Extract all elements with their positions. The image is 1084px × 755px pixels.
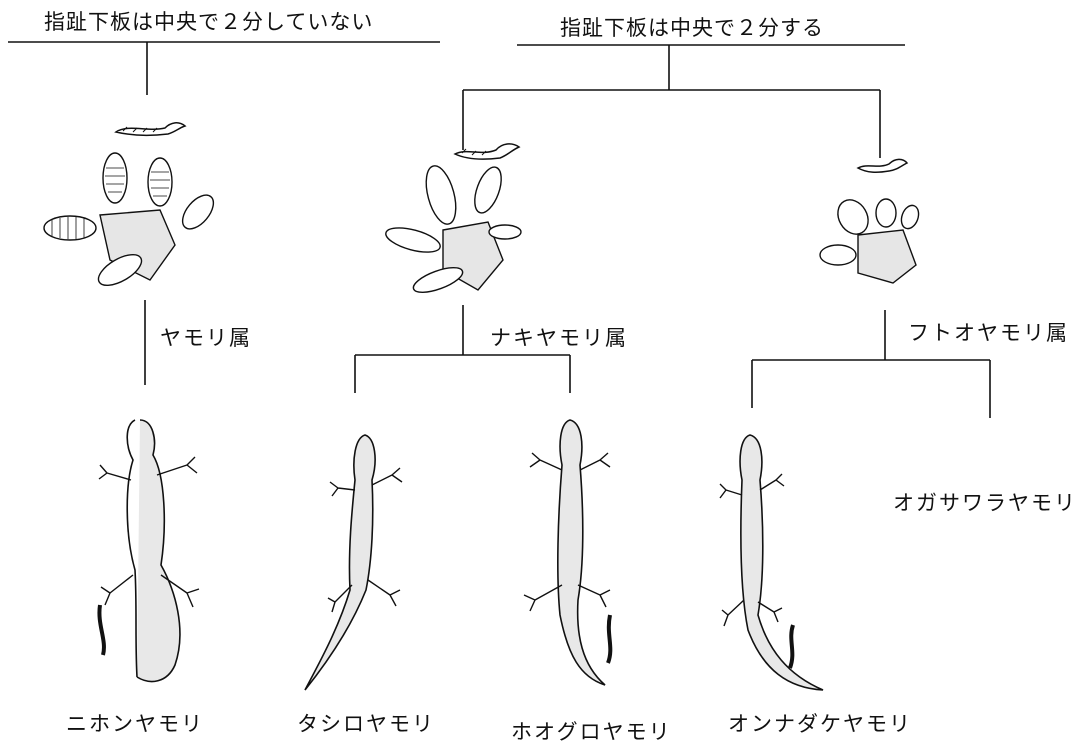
species-ogasawara: オガサワラヤモリ [893,493,1077,514]
toe-profile-futoo-icon [855,155,910,177]
stem-right-top [463,45,880,158]
species-onnadake: オンナダケヤモリ [728,714,912,735]
genus-futoo: フトオヤモリ属 [908,323,1069,344]
species-hoguro: ホオグロヤモリ [511,722,672,743]
header-divided: 指趾下板は中央で２分する [560,18,824,39]
species-nihon: ニホンヤモリ [66,714,204,735]
gecko-tashiro-icon [300,430,410,695]
toe-profile-yamori-icon [113,118,188,140]
gecko-hoguro-icon [510,415,635,695]
foot-nakiyamori-icon [383,160,523,300]
gecko-nihon-icon [95,415,220,695]
species-tashiro: タシロヤモリ [297,714,435,735]
foot-futoo-icon [818,195,928,285]
header-undivided: 指趾下板は中央で２分していない [44,12,373,33]
foot-yamori-icon [40,150,215,290]
genus-yamori: ヤモリ属 [160,328,252,349]
gecko-onnadake-icon [718,430,833,695]
genus-nakiyamori: ナキヤモリ属 [490,328,628,349]
